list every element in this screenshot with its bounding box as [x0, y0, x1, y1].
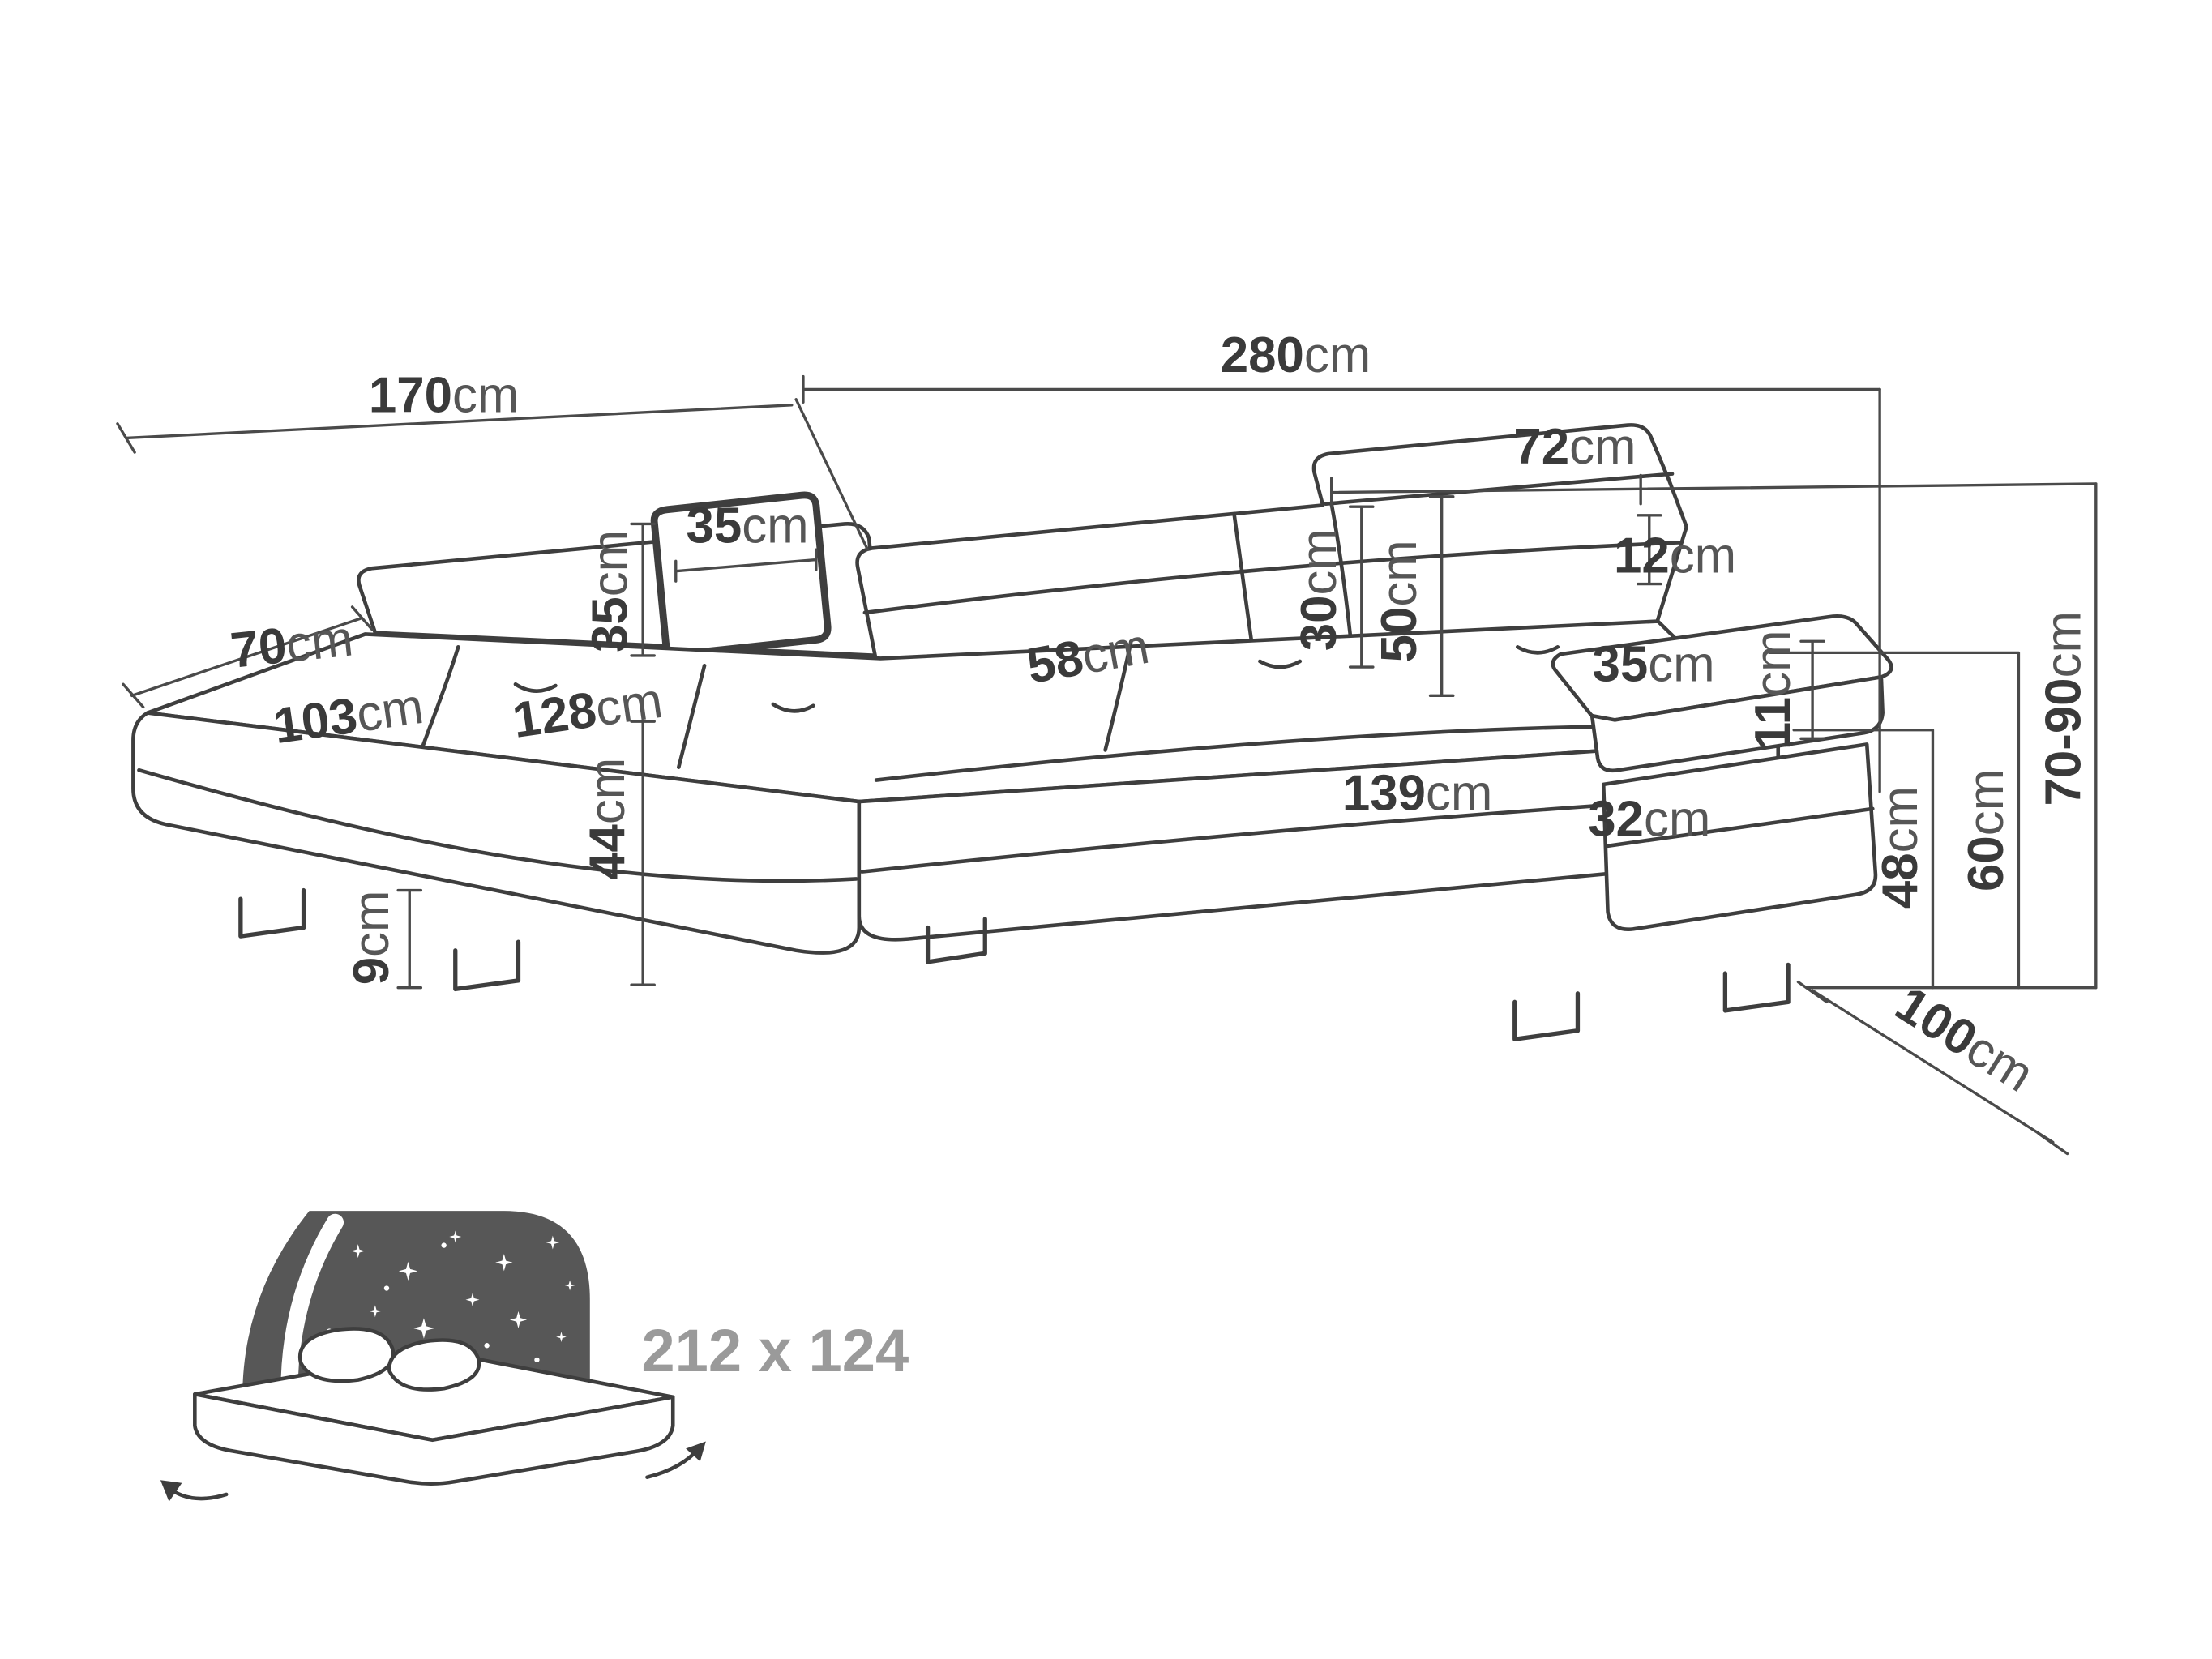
dim-leg-height: 9cm	[344, 890, 400, 985]
dimension-lines	[116, 374, 2098, 1156]
headrest-crease	[1324, 472, 1675, 506]
dim-armrest-width: 32cm	[1588, 791, 1710, 847]
tuft-dimple	[1515, 645, 1560, 655]
mattress-front	[193, 1392, 675, 1486]
chaise-front	[131, 711, 862, 955]
seat-seam	[1103, 639, 1133, 752]
bed-pillow	[297, 1327, 396, 1383]
dim-line-leg-height	[396, 888, 423, 990]
dim-total-width: 280cm	[1221, 327, 1371, 383]
sleeping-area-size: 212 x 124	[641, 1317, 909, 1384]
dim-headrest-width: 72cm	[1513, 419, 1636, 475]
tuft-dimple	[1258, 659, 1303, 669]
sleeping-area-icon: 212 x 124	[160, 1211, 909, 1502]
sofa-leg	[925, 917, 987, 964]
dim-line-backrest-total	[1768, 651, 2021, 990]
dim-chaise-length: 170cm	[369, 368, 520, 424]
sofa-line-art	[131, 423, 1893, 1041]
backrest-seam	[1329, 502, 1354, 649]
armrest-seam	[1606, 806, 1875, 849]
dim-armrest-flap-height: 11cm	[1745, 630, 1801, 750]
dim-line-chaise-end	[122, 605, 374, 709]
main-backrest	[855, 423, 1688, 664]
seat-seam	[420, 645, 460, 750]
seat-seam	[676, 663, 707, 769]
dim-line-armrest-flap	[1799, 639, 1825, 741]
dim-chaise-cushion-length: 128cm	[509, 673, 665, 749]
dim-pillow-height: 35cm	[583, 530, 639, 652]
dim-line-pillow-height	[630, 522, 656, 657]
sofa-leg	[1512, 991, 1581, 1041]
dim-line-pillow-width	[674, 548, 818, 583]
dim-chaise-cushion-width: 103cm	[270, 678, 426, 755]
dim-line-backrest-cushion	[1348, 505, 1375, 669]
sofa-leg	[453, 939, 521, 992]
bed-pillow	[387, 1338, 481, 1392]
dim-backrest-total-height: 60cm	[1958, 769, 2014, 891]
fold-arrow-head	[160, 1480, 182, 1502]
dim-backrest-height: 50cm	[1371, 540, 1427, 662]
dim-line-chaise-length	[124, 404, 794, 440]
dim-corner-connector	[794, 398, 870, 551]
dim-armrest-length: 35cm	[1592, 637, 1714, 693]
dim-total-height: 70-90cm	[2035, 611, 2091, 806]
dim-seat-width: 139cm	[1342, 766, 1493, 822]
dimension-labels: 170cm 280cm 72cm 12cm 35cm 35cm 30cm 50c…	[228, 327, 2091, 1103]
dim-pillow-width: 35cm	[687, 498, 809, 554]
dim-line-headrest-width	[1329, 482, 2098, 494]
dim-tick	[2037, 1132, 2069, 1156]
armrest-flap-side	[1589, 675, 1885, 773]
backrest-fold-seam	[862, 541, 1683, 615]
dim-tick	[116, 422, 136, 454]
dim-line-seat-height	[630, 720, 656, 986]
corner-pillow	[650, 491, 832, 658]
dim-headrest-height: 12cm	[1614, 528, 1736, 584]
backrest-seam	[1232, 511, 1254, 642]
dim-seat-height: 44cm	[580, 758, 635, 880]
dim-line-armrest-height	[1792, 729, 1935, 990]
chaise-front-seam	[137, 768, 858, 883]
dim-line-headrest-height	[1636, 514, 1662, 586]
dim-line-backrest-height	[1428, 495, 1455, 698]
dim-line-total-depth	[1811, 989, 2055, 1144]
sofa-leg	[238, 887, 306, 939]
fold-arrow-head	[686, 1441, 706, 1462]
sofa-leg	[1722, 962, 1791, 1013]
dim-armrest-height: 48cm	[1872, 786, 1928, 909]
dim-tick	[1796, 980, 1829, 1004]
tuft-dimple	[771, 702, 815, 713]
armrest-base	[1601, 742, 1878, 931]
dim-chaise-end-width: 70cm	[228, 610, 356, 678]
dim-total-depth: 100cm	[1886, 976, 2043, 1103]
tuft-dimple	[513, 682, 558, 693]
dim-backrest-cushion-height: 30cm	[1291, 528, 1347, 651]
dim-corner-seat-width: 58cm	[1023, 618, 1153, 695]
